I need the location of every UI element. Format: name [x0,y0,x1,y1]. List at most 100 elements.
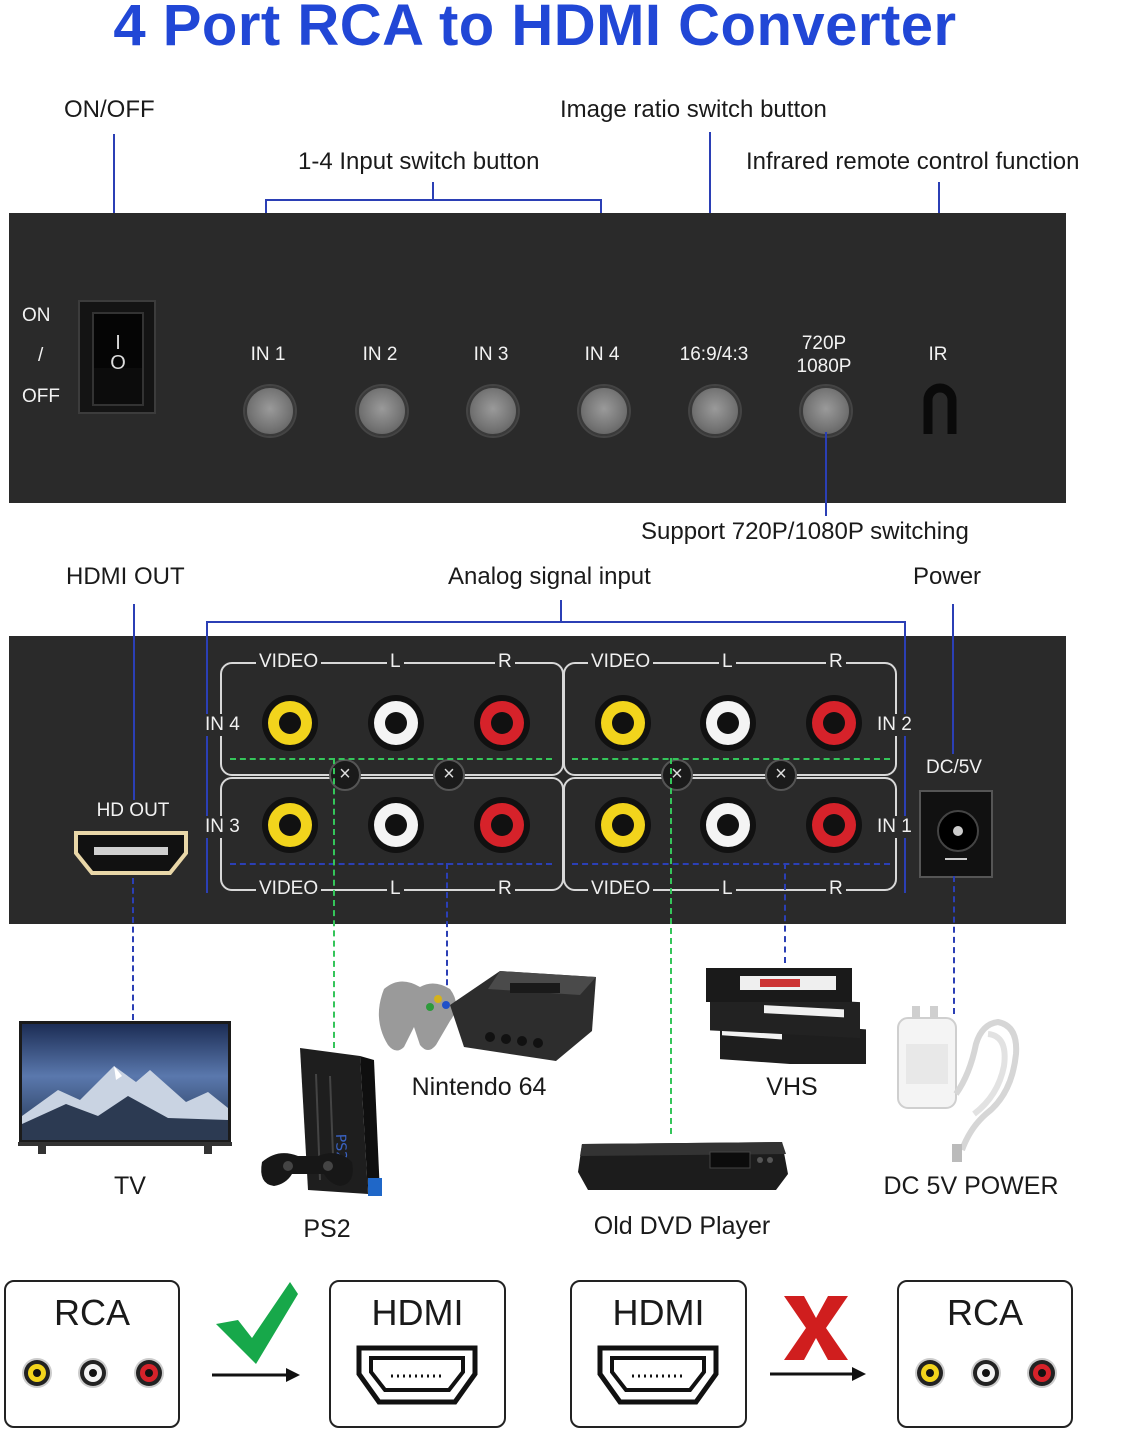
connector-green-in2 [572,758,890,760]
front-panel [9,213,1066,503]
leader-input-bracket [265,199,602,201]
label-r-in3: R [495,878,515,900]
screw-icon: × [433,759,465,791]
n64-console-icon [378,971,596,1061]
label-video-in3: VIDEO [256,878,322,900]
connector-dvd [670,758,672,1134]
leader-analog-left [206,621,208,893]
button-label-in3: IN 3 [473,344,509,365]
button-in1[interactable] [245,386,295,436]
button-resolution[interactable] [801,386,851,436]
leader-power [952,604,954,754]
jack-in3-video[interactable] [262,797,318,853]
compat-hdmi-target-title: HDMI [371,1292,464,1333]
label-in3: IN 3 [202,816,243,838]
leader-hdmi-out [133,604,135,800]
jack-in4-video[interactable] [262,695,318,751]
label-in4: IN 4 [202,714,243,736]
connector-blue-in3 [230,863,552,865]
rca-white-icon [973,1360,999,1386]
button-label-in1: IN 1 [250,344,286,365]
button-label-ratio: 16:9/4:3 [679,344,749,365]
connector-ps2 [333,758,335,1048]
button-in3[interactable] [468,386,518,436]
label-l-in2: L [719,651,736,673]
dc-power-port[interactable] [919,790,993,878]
screw-icon: × [661,759,693,791]
callout-resolution: Support 720P/1080P switching [641,518,969,545]
label-video-in2: VIDEO [588,651,654,673]
button-in4[interactable] [579,386,629,436]
vhs-tapes-icon [706,968,866,1064]
button-label-in4: IN 4 [584,344,620,365]
label-in1: IN 1 [874,816,915,838]
label-in2: IN 2 [874,714,915,736]
compat-hdmi-source-title: HDMI [612,1292,705,1333]
hdmi-port-icon[interactable] [72,829,190,877]
label-video-in4: VIDEO [256,651,322,673]
compat-box-rca-target: RCA [897,1280,1073,1428]
jack-in3-right[interactable] [474,797,530,853]
device-label-tv: TV [114,1172,146,1200]
callout-input-switch: 1-4 Input switch button [298,148,540,175]
check-icon [212,1282,300,1382]
label-l-in1: L [719,878,736,900]
hdmi-port-icon [597,1345,719,1405]
leader-analog-bracket [206,621,906,623]
cross-icon [770,1296,866,1381]
button-in2[interactable] [357,386,407,436]
power-adapter-icon [897,1006,1020,1162]
switch-mark-on: I [115,332,121,354]
connector-power [953,876,955,1014]
page-title: 4 Port RCA to HDMI Converter [113,0,957,58]
jack-in1-right[interactable] [806,797,862,853]
callout-analog: Analog signal input [448,563,651,590]
dvd-player-icon [578,1142,788,1190]
label-l-in4: L [387,651,404,673]
leader-resolution [825,432,827,516]
label-video-in1: VIDEO [588,878,654,900]
jack-in4-right[interactable] [474,695,530,751]
switch-mark-off: O [110,352,126,374]
callout-power: Power [913,563,982,590]
connector-n64 [446,863,448,995]
label-l-in3: L [387,878,404,900]
button-label-resolution: 720P 1080P [784,332,864,378]
leader-input-stem [432,182,434,200]
jack-in2-right[interactable] [806,695,862,751]
callout-ratio: Image ratio switch button [560,96,827,123]
resolution-line2: 1080P [796,356,852,377]
button-ratio[interactable] [690,386,740,436]
screw-icon: × [765,759,797,791]
switch-on-label: ON [22,305,51,326]
device-label-dvd: Old DVD Player [593,1212,771,1240]
compat-box-hdmi-source: HDMI [570,1280,747,1428]
button-label-in2: IN 2 [362,344,398,365]
compat-box-hdmi-target: HDMI [329,1280,506,1428]
resolution-line1: 720P [801,333,847,354]
label-r-in1: R [826,878,846,900]
callout-ir: Infrared remote control function [746,148,1080,175]
dc-label: DC/5V [926,757,982,778]
ir-label: IR [928,344,948,365]
device-label-n64: Nintendo 64 [411,1073,547,1101]
rca-red-icon [1029,1360,1055,1386]
label-r-in4: R [495,651,515,673]
device-label-power: DC 5V POWER [883,1172,1059,1200]
compat-box-rca-source: RCA [4,1280,180,1428]
device-label-vhs: VHS [766,1073,818,1101]
jack-in2-video[interactable] [595,695,651,751]
jack-in3-left[interactable] [368,797,424,853]
rca-yellow-icon [24,1360,50,1386]
jack-in1-video[interactable] [595,797,651,853]
compat-rca-target-title: RCA [946,1292,1023,1333]
power-switch[interactable]: I O [78,300,156,414]
ir-sensor-icon [923,383,957,434]
jack-in4-left[interactable] [368,695,424,751]
hd-out-label: HD OUT [96,800,170,821]
rca-red-icon [136,1360,162,1386]
jack-in2-left[interactable] [700,695,756,751]
connector-tv [132,878,134,1020]
jack-in1-left[interactable] [700,797,756,853]
device-label-ps2: PS2 [303,1215,351,1243]
